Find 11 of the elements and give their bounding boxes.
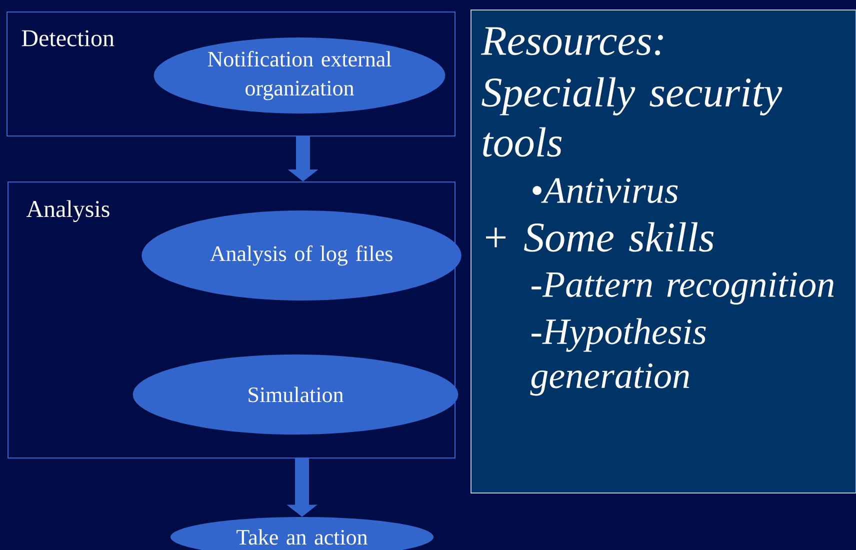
panel-text: Specially security tools	[482, 77, 782, 157]
panel-text: -Pattern recognition	[532, 272, 834, 305]
panel-text: + Some skills	[486, 222, 714, 252]
stage-box	[8, 182, 456, 458]
stage-title: Detection	[22, 30, 114, 46]
stage-box	[6, 12, 456, 136]
panel-text: Resources:	[480, 27, 663, 56]
panel-text: •Antivirus	[532, 178, 678, 204]
stage-title: Analysis	[26, 200, 110, 222]
resources-panel	[470, 10, 856, 494]
panel-text: -Hypothesis generation	[530, 318, 706, 396]
